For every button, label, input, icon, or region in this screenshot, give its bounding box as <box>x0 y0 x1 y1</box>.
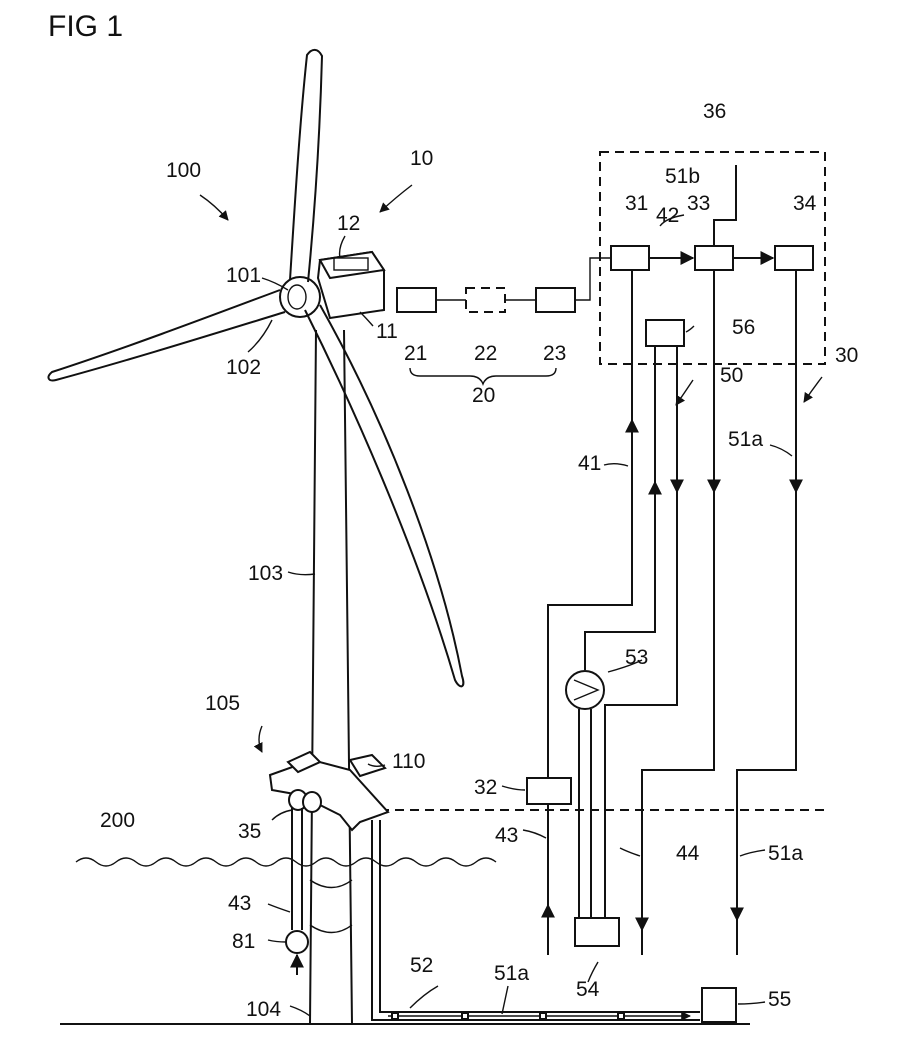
tower <box>310 330 352 1024</box>
label-43-right: 43 <box>495 824 518 847</box>
box-22 <box>466 288 505 312</box>
label-105: 105 <box>205 692 240 715</box>
loop-50-supply <box>585 346 655 670</box>
label-33: 33 <box>687 192 710 215</box>
label-104: 104 <box>246 998 281 1021</box>
platform <box>270 752 388 830</box>
label-52: 52 <box>410 954 433 977</box>
label-22: 22 <box>474 342 497 365</box>
label-81: 81 <box>232 930 255 953</box>
box-55 <box>702 988 736 1022</box>
box-56 <box>646 320 684 346</box>
label-41: 41 <box>578 452 601 475</box>
water-surface <box>76 858 496 866</box>
nacelle <box>318 252 384 318</box>
label-200: 200 <box>100 809 135 832</box>
pump-81 <box>286 931 308 953</box>
label-102: 102 <box>226 356 261 379</box>
pipe-52 <box>372 820 700 1020</box>
label-51b: 51b <box>665 165 700 188</box>
pipe-43-left <box>292 808 302 930</box>
brace-20 <box>410 368 556 384</box>
label-51a-upper: 51a <box>728 428 763 451</box>
box-34 <box>775 246 813 270</box>
box-21 <box>397 288 436 312</box>
label-55: 55 <box>768 988 791 1011</box>
box-31 <box>611 246 649 270</box>
label-110: 110 <box>392 750 425 773</box>
label-100: 100 <box>166 159 201 182</box>
label-50: 50 <box>720 364 743 387</box>
label-11: 11 <box>376 320 398 343</box>
label-10: 10 <box>410 147 433 170</box>
label-32: 32 <box>474 776 497 799</box>
label-53: 53 <box>625 646 648 669</box>
label-12: 12 <box>337 212 360 235</box>
label-23: 23 <box>543 342 566 365</box>
rotor-hub <box>280 277 320 317</box>
blade-lower <box>305 305 463 686</box>
label-51a-lower: 51a <box>768 842 803 865</box>
figure-title: FIG 1 <box>48 10 123 43</box>
blade-upper <box>290 50 322 282</box>
box-54 <box>575 918 619 946</box>
label-42: 42 <box>656 204 679 227</box>
label-31: 31 <box>625 192 648 215</box>
label-35: 35 <box>238 820 261 843</box>
label-56: 56 <box>732 316 755 339</box>
box-33 <box>695 246 733 270</box>
loop-50-pump-down <box>579 709 591 918</box>
label-34: 34 <box>793 192 817 215</box>
line-51b <box>714 165 736 246</box>
tower-transition-piece <box>310 880 352 933</box>
label-44: 44 <box>676 842 700 865</box>
box-32 <box>527 778 571 804</box>
label-101: 101 <box>226 264 261 287</box>
label-43-left: 43 <box>228 892 251 915</box>
label-21: 21 <box>404 342 427 365</box>
label-20: 20 <box>472 384 495 407</box>
label-54: 54 <box>576 978 600 1001</box>
label-30: 30 <box>835 344 858 367</box>
label-103: 103 <box>248 562 283 585</box>
label-51a-bottom: 51a <box>494 962 529 985</box>
box-23 <box>536 288 575 312</box>
link-23-31 <box>575 258 611 300</box>
label-36: 36 <box>703 100 726 123</box>
